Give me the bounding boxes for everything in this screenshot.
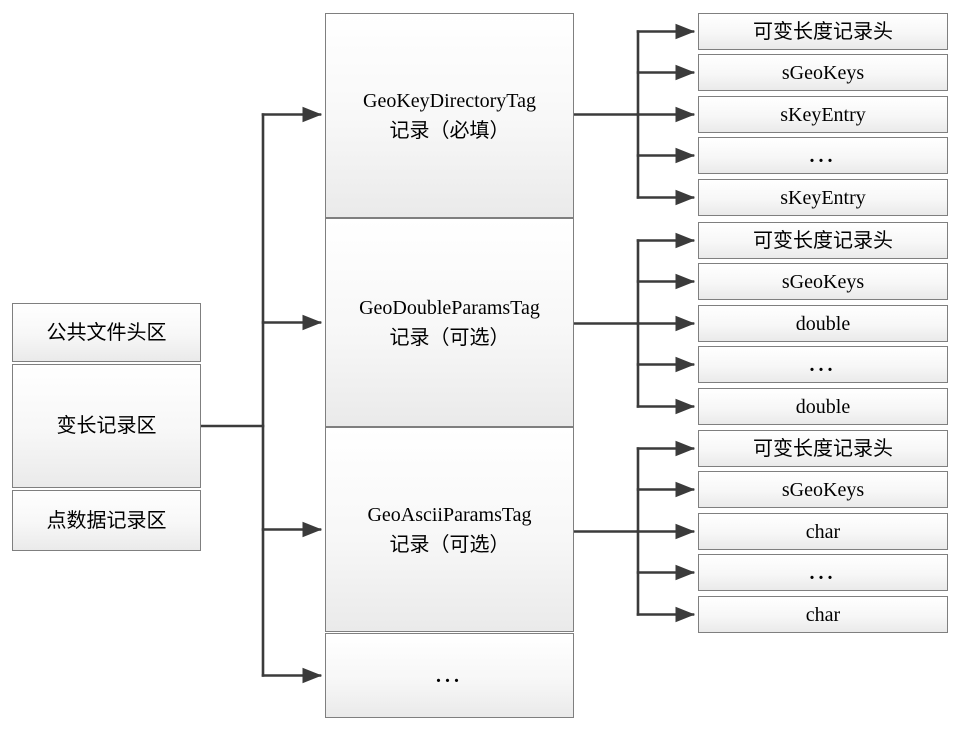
- group2-cell-double-2: double: [698, 388, 948, 425]
- cell-variable-length-record-area: 变长记录区: [12, 364, 201, 488]
- ellipsis-label: ...: [809, 561, 837, 584]
- cell-label: 可变长度记录头: [753, 437, 893, 460]
- tag-note: 记录（可选）: [389, 326, 510, 349]
- tag-name: GeoKeyDirectoryTag: [363, 89, 536, 112]
- group2-cell-double-1: double: [698, 305, 948, 342]
- group1-cell-skeyentry-1: sKeyEntry: [698, 96, 948, 133]
- group3-cell-char-2: char: [698, 596, 948, 633]
- cell-label: double: [795, 395, 851, 418]
- cell-label: sGeoKeys: [781, 270, 865, 293]
- branch-to-record-group-3: [572, 440, 695, 623]
- tag-note: 记录（可选）: [389, 533, 510, 556]
- cell-label: 公共文件头区: [46, 321, 167, 344]
- group2-cell-sgeokeys: sGeoKeys: [698, 263, 948, 300]
- cell-label: sGeoKeys: [781, 478, 865, 501]
- cell-geoasciiparamstag: GeoAsciiParamsTag 记录（可选）: [325, 427, 574, 632]
- group1-cell-vlr-header: 可变长度记录头: [698, 13, 948, 50]
- cell-label: sGeoKeys: [781, 61, 865, 84]
- branch-from-variable-length-area: [199, 106, 322, 684]
- group3-cell-sgeokeys: sGeoKeys: [698, 471, 948, 508]
- cell-label: char: [805, 520, 841, 543]
- cell-label: char: [805, 603, 841, 626]
- group2-cell-vlr-header: 可变长度记录头: [698, 222, 948, 259]
- tag-name: GeoAsciiParamsTag: [367, 503, 532, 526]
- cell-more-tags-ellipsis: ...: [325, 633, 574, 718]
- cell-label: 点数据记录区: [46, 509, 167, 532]
- group3-cell-ellipsis: ...: [698, 554, 948, 591]
- cell-label: sKeyEntry: [780, 103, 866, 126]
- cell-label: double: [795, 312, 851, 335]
- cell-geodoubleparamstag: GeoDoubleParamsTag 记录（可选）: [325, 218, 574, 427]
- group1-cell-skeyentry-2: sKeyEntry: [698, 179, 948, 216]
- group2-cell-ellipsis: ...: [698, 346, 948, 383]
- ellipsis-label: ...: [436, 664, 463, 687]
- cell-geokeydirectorytag: GeoKeyDirectoryTag 记录（必填）: [325, 13, 574, 218]
- cell-point-data-record-area: 点数据记录区: [12, 490, 201, 551]
- tag-name: GeoDoubleParamsTag: [359, 296, 540, 319]
- tag-note: 记录（必填）: [389, 119, 510, 142]
- cell-public-file-header-area: 公共文件头区: [12, 303, 201, 362]
- cell-label: sKeyEntry: [780, 186, 866, 209]
- group1-cell-ellipsis: ...: [698, 137, 948, 174]
- branch-to-record-group-2: [572, 232, 695, 415]
- cell-label: 可变长度记录头: [753, 229, 893, 252]
- branch-to-record-group-1: [572, 23, 695, 206]
- cell-label: 可变长度记录头: [753, 20, 893, 43]
- cell-label: 变长记录区: [56, 415, 157, 437]
- group1-cell-sgeokeys: sGeoKeys: [698, 54, 948, 91]
- ellipsis-label: ...: [809, 353, 837, 376]
- group3-cell-vlr-header: 可变长度记录头: [698, 430, 948, 467]
- ellipsis-label: ...: [809, 144, 837, 167]
- group3-cell-char-1: char: [698, 513, 948, 550]
